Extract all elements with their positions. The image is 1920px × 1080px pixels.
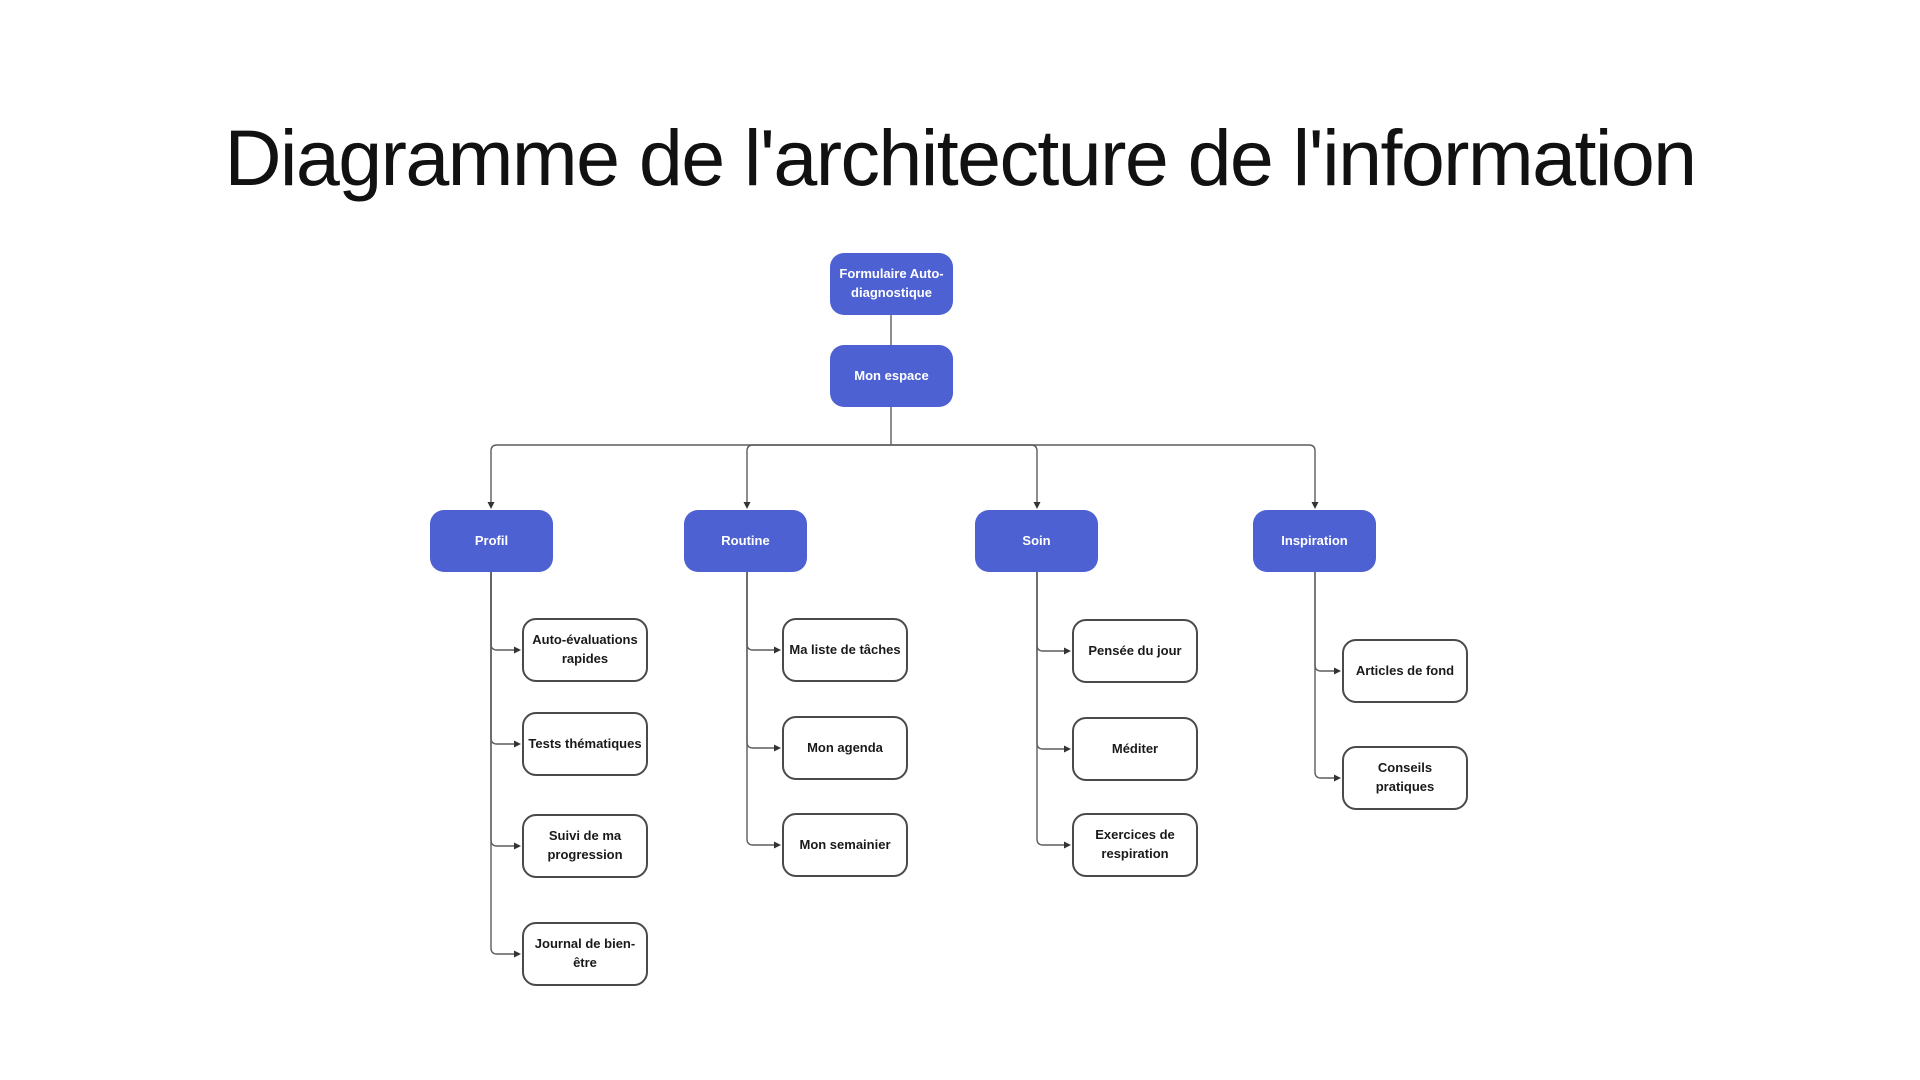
leaf-exercices-de-respiration: Exercices de respiration bbox=[1072, 813, 1198, 877]
edge-routine-liste-taches bbox=[746, 572, 781, 654]
edge-inspiration-conseils bbox=[1314, 572, 1341, 782]
edge-profil-suivi bbox=[490, 572, 521, 850]
edge-espace-profil bbox=[487, 444, 891, 509]
node-soin: Soin bbox=[975, 510, 1098, 572]
leaf-articles-de-fond: Articles de fond bbox=[1342, 639, 1468, 703]
edge-profil-journal bbox=[490, 572, 521, 958]
edge-soin-mediter bbox=[1036, 572, 1071, 753]
edge-espace-soin bbox=[891, 444, 1041, 509]
edge-inspiration-articles bbox=[1314, 572, 1341, 675]
leaf-mediter: Méditer bbox=[1072, 717, 1198, 781]
edge-espace-inspiration bbox=[891, 444, 1319, 509]
leaf-suivi-de-ma-progression: Suivi de ma progression bbox=[522, 814, 648, 878]
edge-soin-respiration bbox=[1036, 572, 1071, 849]
edge-routine-agenda bbox=[746, 572, 781, 752]
leaf-mon-semainier: Mon semainier bbox=[782, 813, 908, 877]
node-formulaire-auto-diagnostique: Formulaire Auto-diagnostique bbox=[830, 253, 953, 315]
node-mon-espace: Mon espace bbox=[830, 345, 953, 407]
edge-espace-routine bbox=[743, 444, 891, 509]
edge-routine-semainier bbox=[746, 572, 781, 849]
edge-soin-pensee bbox=[1036, 572, 1071, 655]
leaf-ma-liste-de-taches: Ma liste de tâches bbox=[782, 618, 908, 682]
node-routine: Routine bbox=[684, 510, 807, 572]
node-profil: Profil bbox=[430, 510, 553, 572]
edge-profil-tests bbox=[490, 572, 521, 748]
leaf-tests-thematiques: Tests thématiques bbox=[522, 712, 648, 776]
edge-profil-auto-evaluations bbox=[490, 572, 521, 654]
leaf-auto-evaluations-rapides: Auto-évaluations rapides bbox=[522, 618, 648, 682]
node-inspiration: Inspiration bbox=[1253, 510, 1376, 572]
page-title: Diagramme de l'architecture de l'informa… bbox=[224, 113, 1697, 202]
leaf-mon-agenda: Mon agenda bbox=[782, 716, 908, 780]
leaf-pensee-du-jour: Pensée du jour bbox=[1072, 619, 1198, 683]
leaf-conseils-pratiques: Conseils pratiques bbox=[1342, 746, 1468, 810]
leaf-journal-de-bien-etre: Journal de bien-être bbox=[522, 922, 648, 986]
